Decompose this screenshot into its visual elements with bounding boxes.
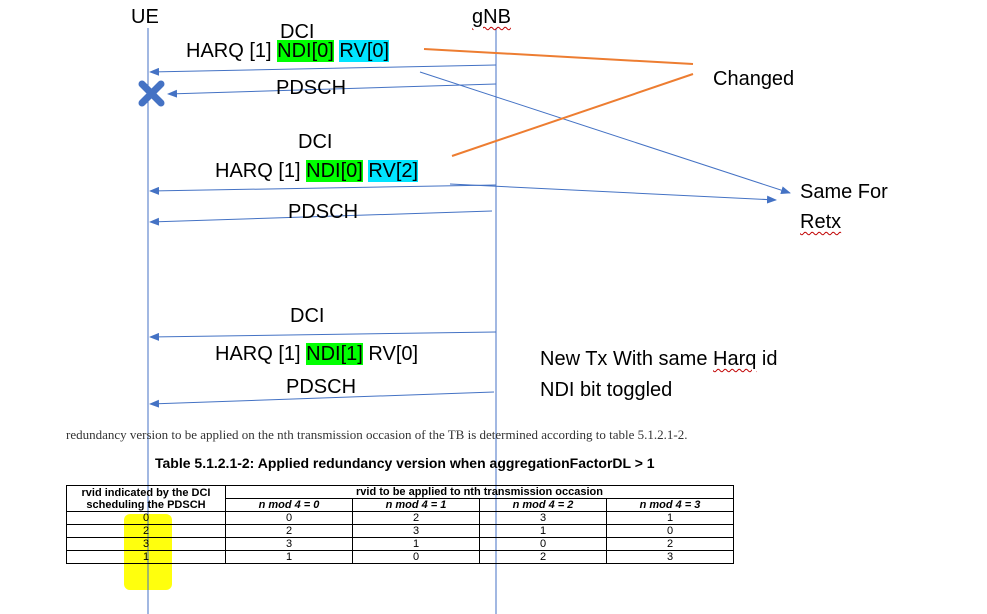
pdsch-arrow-3 (149, 391, 495, 408)
ndi-value-3: NDI[1] (306, 343, 363, 365)
rv-table-cell: 3 (66, 537, 226, 551)
rv-table-cell: 2 (352, 511, 480, 525)
lost-packet-x-icon (138, 80, 165, 107)
same-retx-pointer-2 (449, 183, 777, 204)
harq-id-3: HARQ [1] (215, 343, 301, 365)
rv-table-cell: 1 (66, 550, 226, 564)
rv-table-cell: 1 (352, 537, 480, 551)
rv-table-cell: 2 (606, 537, 734, 551)
new-tx-note-harq: Harq (713, 348, 757, 370)
spec-caption: redundancy version to be applied on the … (66, 427, 688, 442)
rv-table-row: 0 0 2 3 1 (66, 511, 734, 525)
same-retx-note-line2-wrap: Retx (800, 210, 841, 234)
changed-pointer-1 (423, 48, 694, 65)
same-retx-pointer-1 (419, 71, 791, 195)
harq-line-2: HARQ [1] NDI[0] RV[2] (215, 159, 419, 183)
rv-table-subheader: n mod 4 = 2 (479, 498, 607, 512)
new-tx-note-line2: NDI bit toggled (540, 379, 673, 401)
pdsch-arrow-2 (149, 210, 493, 226)
rv-table-cell: 3 (479, 511, 607, 525)
rv-table-row: 3 3 1 0 2 (66, 537, 734, 551)
rv-table-group-header: rvid to be applied to nth transmission o… (225, 485, 734, 499)
dci-label-2: DCI (298, 131, 333, 153)
pdsch-label-2: PDSCH (288, 201, 359, 223)
rv-table: rvid indicated by the DCI scheduling the… (66, 485, 734, 564)
ndi-value-2: NDI[0] (306, 160, 363, 182)
new-tx-note-line1: New Tx With same Harq id (540, 347, 777, 371)
gnb-label: gNB (472, 5, 511, 29)
rv-table-cell: 0 (606, 524, 734, 538)
pdsch-label-3: PDSCH (286, 376, 357, 398)
rv-table-cell: 2 (225, 524, 353, 538)
dci-label-1: DCI (280, 21, 315, 43)
rv-table-cell: 3 (606, 550, 734, 564)
rv-table-cell: 0 (66, 511, 226, 525)
rv-table-cell: 2 (66, 524, 226, 538)
gnb-label-text: gNB (472, 6, 511, 28)
changed-pointer-2 (451, 73, 694, 157)
changed-note: Changed (713, 68, 795, 90)
spec-table-title: Table 5.1.2.1-2: Applied redundancy vers… (155, 455, 655, 471)
dci-arrow-2 (149, 184, 497, 195)
pdsch-arrow-1 (167, 83, 497, 98)
new-tx-note-post: id (756, 348, 778, 370)
rv-value-2: RV[2] (368, 160, 419, 182)
rv-value-1: RV[0] (339, 40, 390, 62)
rv-value-3: RV[0] (368, 343, 419, 365)
rv-table-header-row: rvid indicated by the DCI scheduling the… (66, 485, 734, 512)
rv-table-cell: 1 (606, 511, 734, 525)
same-retx-note-line1: Same For (800, 181, 888, 203)
rv-table-cell: 0 (352, 550, 480, 564)
pdsch-label-1: PDSCH (276, 77, 347, 99)
dci-arrow-3 (149, 331, 497, 341)
dci-label-3: DCI (290, 305, 325, 327)
ue-label: UE (131, 6, 159, 28)
rv-table-subheader: n mod 4 = 0 (225, 498, 353, 512)
harq-line-1: HARQ [1] NDI[0] RV[0] (186, 39, 390, 63)
ndi-value-1: NDI[0] (277, 40, 334, 62)
harq-id-1: HARQ [1] (186, 40, 272, 62)
harq-id-2: HARQ [1] (215, 160, 301, 182)
rv-table-cell: 2 (479, 550, 607, 564)
rv-table-cell: 1 (225, 550, 353, 564)
rv-table-cell: 0 (479, 537, 607, 551)
rv-table-cell: 0 (225, 511, 353, 525)
rv-table-cell: 3 (352, 524, 480, 538)
rv-table-subheader: n mod 4 = 1 (352, 498, 480, 512)
same-retx-note-line2: Retx (800, 211, 842, 233)
dci-arrow-1 (149, 64, 497, 76)
new-tx-note-pre: New Tx With same (540, 348, 713, 370)
rv-table-row: 1 1 0 2 3 (66, 550, 734, 564)
rv-table-col1-header: rvid indicated by the DCI scheduling the… (66, 485, 226, 512)
rv-table-row: 2 2 3 1 0 (66, 524, 734, 538)
rv-table-cell: 3 (225, 537, 353, 551)
harq-line-3: HARQ [1] NDI[1] RV[0] (215, 342, 418, 366)
rv-table-subheader: n mod 4 = 3 (606, 498, 734, 512)
rv-table-cell: 1 (479, 524, 607, 538)
